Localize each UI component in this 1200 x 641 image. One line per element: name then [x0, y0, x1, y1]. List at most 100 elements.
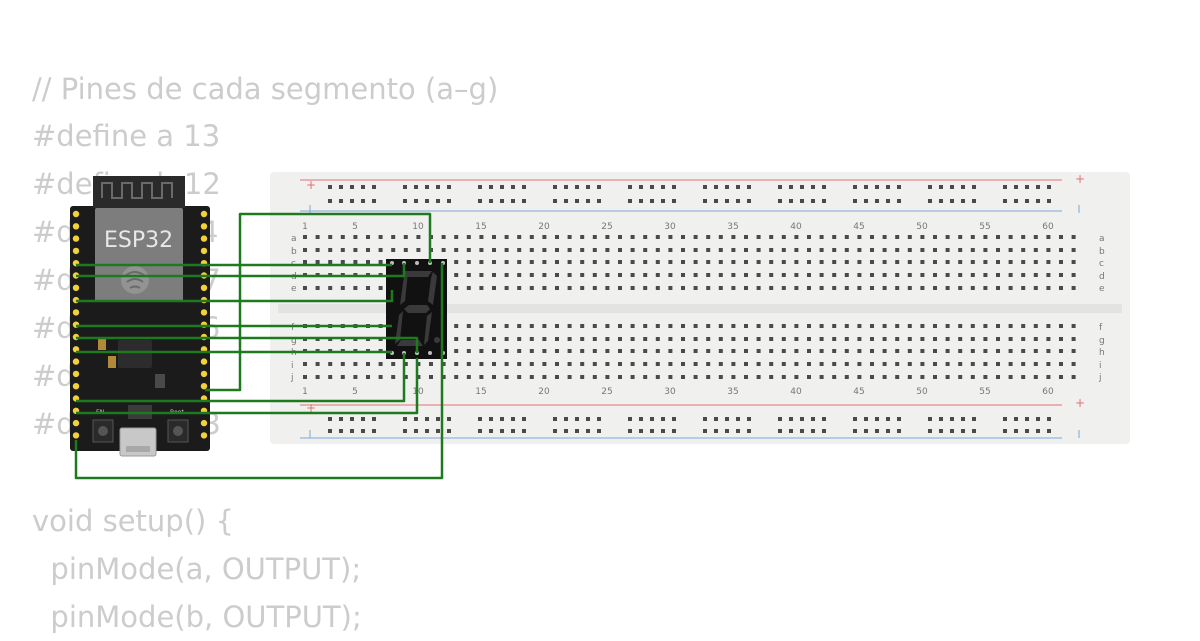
breadboard-hole[interactable] — [945, 273, 950, 277]
breadboard-hole[interactable] — [542, 273, 547, 277]
breadboard-hole[interactable] — [747, 199, 751, 203]
breadboard-hole[interactable] — [436, 185, 440, 189]
breadboard-hole[interactable] — [920, 286, 925, 290]
breadboard-hole[interactable] — [1003, 417, 1007, 421]
breadboard-hole[interactable] — [1047, 417, 1051, 421]
breadboard-hole[interactable] — [693, 375, 698, 379]
breadboard-hole[interactable] — [958, 286, 963, 290]
breadboard-hole[interactable] — [886, 185, 890, 189]
breadboard-hole[interactable] — [778, 199, 782, 203]
breadboard-hole[interactable] — [580, 362, 585, 366]
breadboard-hole[interactable] — [580, 286, 585, 290]
breadboard-hole[interactable] — [315, 286, 320, 290]
breadboard-hole[interactable] — [1046, 260, 1051, 264]
breadboard-hole[interactable] — [630, 248, 635, 252]
breadboard-hole[interactable] — [907, 324, 912, 328]
breadboard-hole[interactable] — [870, 235, 874, 239]
breadboard-hole[interactable] — [447, 199, 451, 203]
breadboard-hole[interactable] — [517, 362, 522, 366]
breadboard-hole[interactable] — [1059, 337, 1063, 341]
breadboard-hole[interactable] — [580, 273, 585, 277]
breadboard-hole[interactable] — [567, 286, 572, 290]
breadboard-hole[interactable] — [781, 375, 786, 379]
breadboard-hole[interactable] — [744, 235, 748, 239]
breadboard-hole[interactable] — [1046, 286, 1051, 290]
breadboard-hole[interactable] — [454, 260, 459, 264]
breadboard-hole[interactable] — [731, 337, 736, 341]
breadboard-hole[interactable] — [378, 362, 383, 366]
breadboard-hole[interactable] — [703, 199, 707, 203]
breadboard-hole[interactable] — [781, 286, 786, 290]
breadboard-hole[interactable] — [819, 337, 824, 341]
breadboard-hole[interactable] — [933, 273, 937, 277]
breadboard-hole[interactable] — [668, 286, 673, 290]
breadboard-hole[interactable] — [731, 235, 736, 239]
breadboard-hole[interactable] — [819, 349, 824, 353]
breadboard-hole[interactable] — [778, 417, 782, 421]
breadboard-hole[interactable] — [655, 235, 660, 239]
breadboard-hole[interactable] — [315, 260, 320, 264]
breadboard-hole[interactable] — [1071, 324, 1076, 328]
breadboard-hole[interactable] — [1033, 235, 1038, 239]
breadboard-hole[interactable] — [643, 273, 648, 277]
breadboard-hole[interactable] — [655, 286, 660, 290]
breadboard-hole[interactable] — [886, 429, 890, 433]
breadboard-hole[interactable] — [939, 185, 943, 189]
breadboard-hole[interactable] — [1059, 248, 1063, 252]
breadboard-hole[interactable] — [340, 286, 345, 290]
breadboard-hole[interactable] — [714, 417, 718, 421]
breadboard-hole[interactable] — [661, 417, 665, 421]
breadboard-hole[interactable] — [1033, 324, 1038, 328]
breadboard-hole[interactable] — [895, 362, 900, 366]
breadboard-hole[interactable] — [853, 417, 857, 421]
breadboard-hole[interactable] — [794, 286, 799, 290]
breadboard-hole[interactable] — [744, 286, 748, 290]
breadboard-hole[interactable] — [895, 273, 900, 277]
breadboard-hole[interactable] — [628, 417, 632, 421]
breadboard-hole[interactable] — [328, 429, 332, 433]
breadboard-hole[interactable] — [580, 324, 585, 328]
breadboard-hole[interactable] — [996, 324, 1000, 328]
breadboard-hole[interactable] — [706, 260, 711, 264]
breadboard-hole[interactable] — [718, 248, 723, 252]
breadboard-hole[interactable] — [1046, 362, 1051, 366]
breadboard-hole[interactable] — [1008, 260, 1013, 264]
breadboard-hole[interactable] — [857, 324, 862, 328]
breadboard-hole[interactable] — [832, 375, 837, 379]
breadboard-hole[interactable] — [794, 349, 799, 353]
breadboard-hole[interactable] — [769, 324, 774, 328]
breadboard-hole[interactable] — [414, 185, 418, 189]
breadboard-hole[interactable] — [315, 375, 320, 379]
breadboard-hole[interactable] — [1021, 349, 1026, 353]
breadboard-hole[interactable] — [1033, 375, 1038, 379]
breadboard-hole[interactable] — [950, 417, 954, 421]
breadboard-hole[interactable] — [650, 199, 654, 203]
breadboard-hole[interactable] — [933, 349, 937, 353]
breadboard-hole[interactable] — [756, 248, 761, 252]
breadboard-hole[interactable] — [416, 362, 421, 366]
wire[interactable] — [205, 212, 432, 392]
breadboard-hole[interactable] — [718, 286, 723, 290]
breadboard-hole[interactable] — [718, 375, 723, 379]
breadboard-hole[interactable] — [756, 286, 761, 290]
breadboard-hole[interactable] — [807, 260, 811, 264]
breadboard-hole[interactable] — [907, 337, 912, 341]
breadboard-hole[interactable] — [1014, 199, 1018, 203]
breadboard-hole[interactable] — [1003, 199, 1007, 203]
breadboard-hole[interactable] — [553, 199, 557, 203]
breadboard-hole[interactable] — [1059, 324, 1063, 328]
breadboard-hole[interactable] — [970, 260, 975, 264]
breadboard-hole[interactable] — [441, 362, 446, 366]
breadboard-hole[interactable] — [630, 286, 635, 290]
breadboard-hole[interactable] — [907, 362, 912, 366]
breadboard-hole[interactable] — [920, 273, 925, 277]
breadboard-hole[interactable] — [756, 362, 761, 366]
breadboard-hole[interactable] — [736, 417, 740, 421]
breadboard-hole[interactable] — [958, 375, 963, 379]
breadboard-hole[interactable] — [1021, 362, 1026, 366]
breadboard-hole[interactable] — [555, 286, 559, 290]
breadboard-hole[interactable] — [618, 349, 622, 353]
breadboard-hole[interactable] — [1046, 248, 1051, 252]
breadboard-hole[interactable] — [681, 375, 685, 379]
breadboard-hole[interactable] — [882, 362, 887, 366]
